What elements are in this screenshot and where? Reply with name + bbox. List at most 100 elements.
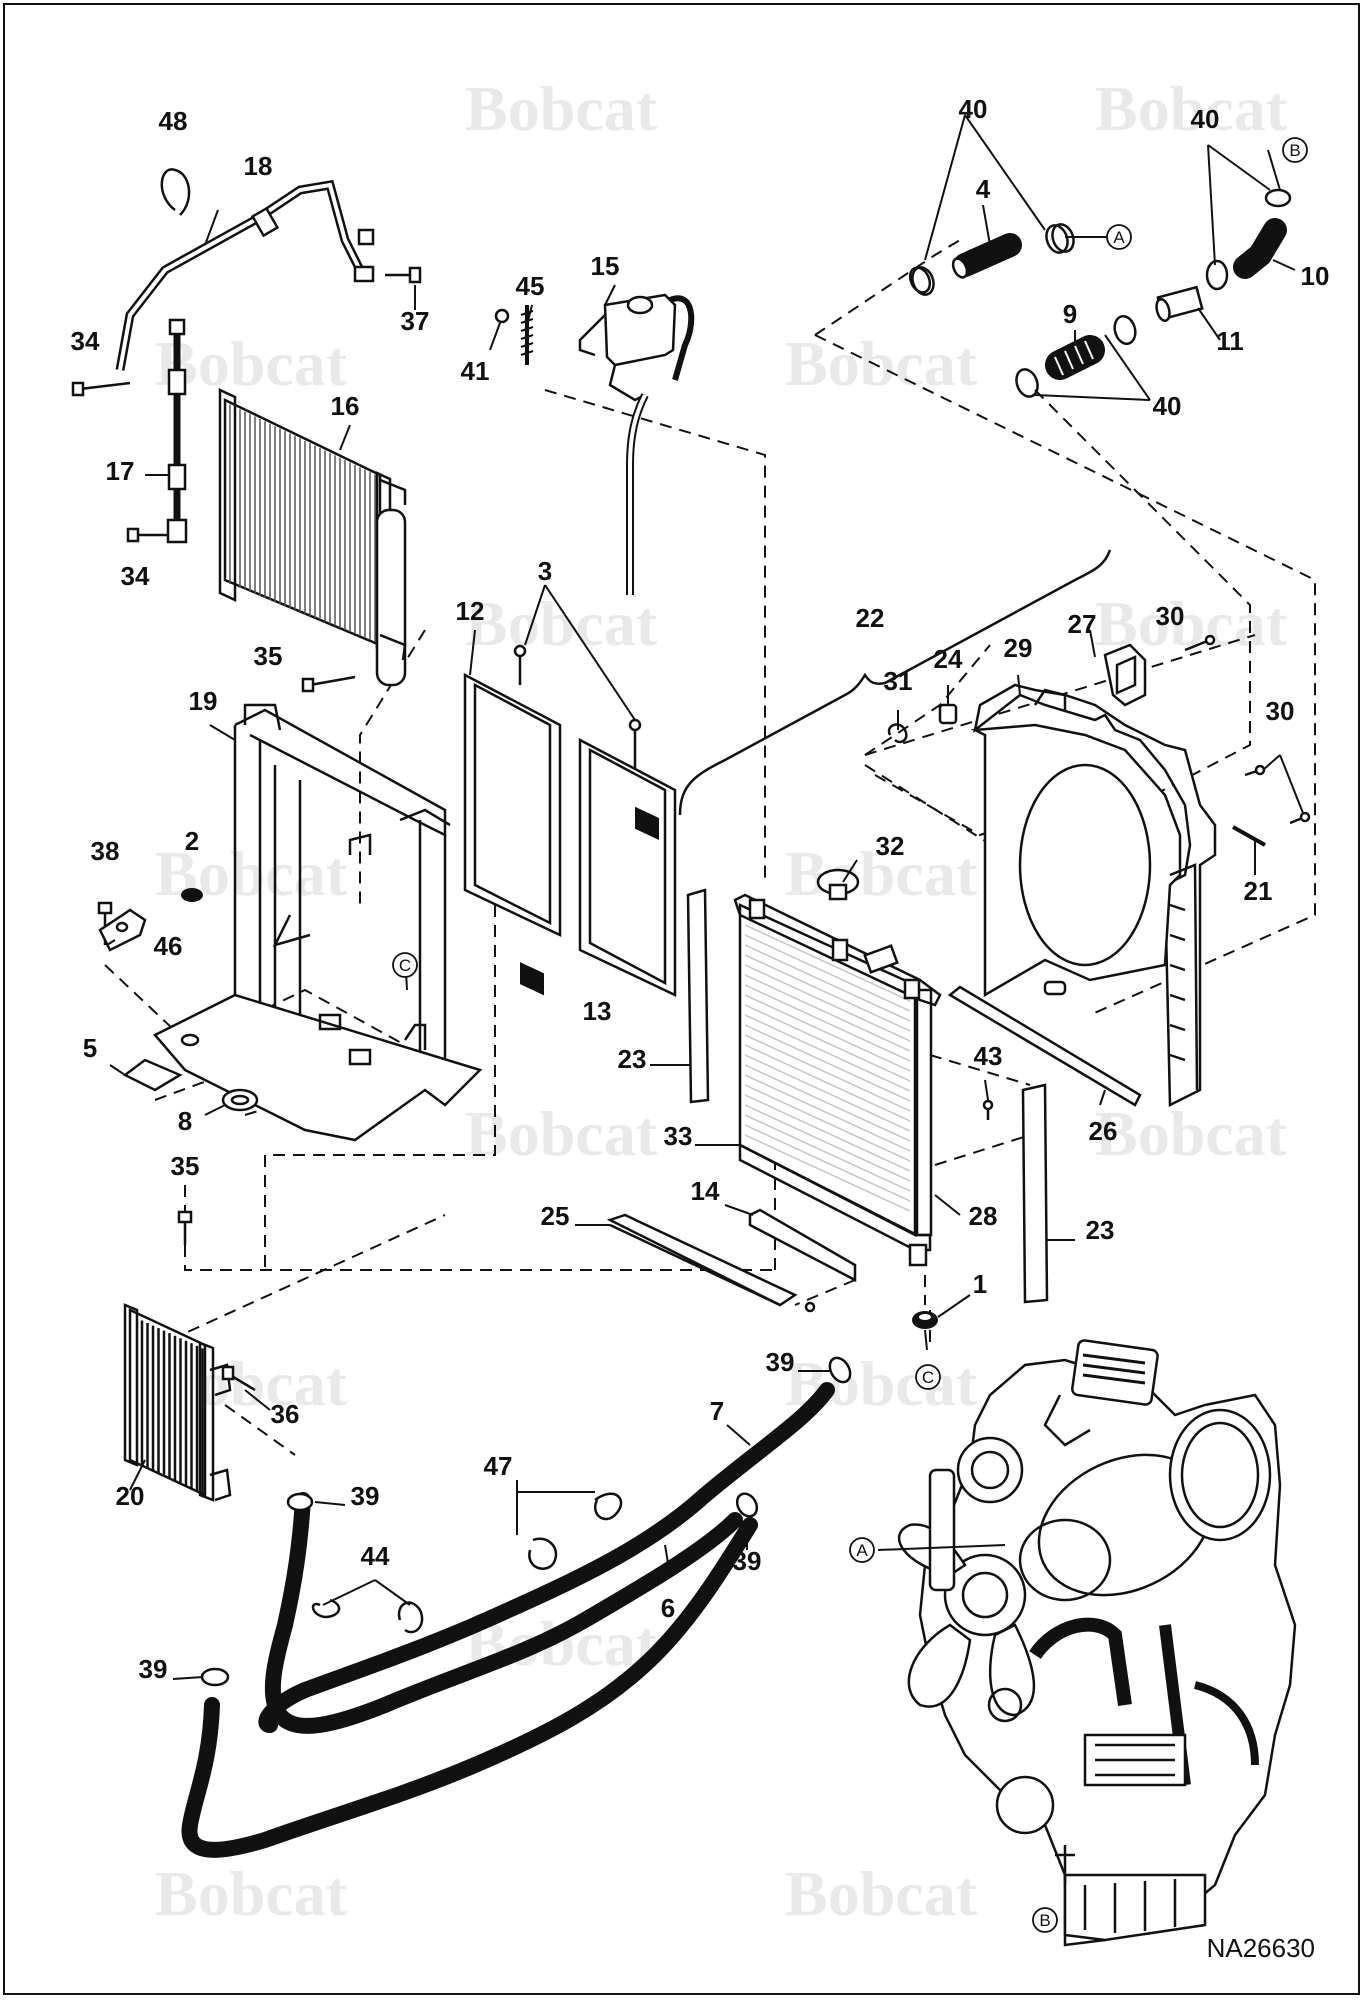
seal-25 <box>606 1213 798 1307</box>
callout-34: 34 <box>121 561 150 591</box>
clamp-39-c-ring <box>735 1492 759 1518</box>
dash-line-14 <box>794 1279 856 1306</box>
frame-19-base-slot <box>318 1013 342 1031</box>
callout-41: 41 <box>461 356 490 386</box>
fan-shroud-29-top-tab <box>1033 688 1067 710</box>
frame-19-base-plate <box>153 993 483 1142</box>
ac-line-17-fitting-top <box>168 318 186 336</box>
frame-19-post-right <box>418 820 447 1095</box>
leader-45 <box>526 304 533 326</box>
fan-shroud-29-ring <box>1018 763 1152 967</box>
bolt-34-upper-head <box>71 381 85 397</box>
oil-cooler-20-fins <box>140 1320 204 1494</box>
condenser-16 <box>218 388 407 687</box>
leader-46 <box>106 939 116 946</box>
callout-32: 32 <box>876 831 905 861</box>
grommet-8-outer <box>221 1088 259 1112</box>
seal-25-edge <box>609 1223 781 1307</box>
cap-24 <box>938 703 958 725</box>
radiator-fin <box>744 954 911 1032</box>
leader-11 <box>1197 307 1221 341</box>
radiator-33-top-tank <box>733 893 942 1007</box>
condenser-16-left-tank <box>218 388 237 602</box>
expansion-tank-15 <box>578 293 695 595</box>
drawing-id: NA26630 <box>1207 1933 1315 1963</box>
leader-5 <box>109 1064 126 1076</box>
hose-4-end <box>951 257 969 279</box>
clamp-39-b-ring <box>286 1492 314 1512</box>
dash-line-24 <box>864 644 991 756</box>
engine-fan-hub <box>943 1553 1027 1637</box>
ref-marker-c-frame-letter: C <box>399 956 411 975</box>
ac-line-17-fitting-low <box>167 463 187 491</box>
callout-6: 6 <box>661 1593 675 1623</box>
hose-4 <box>951 233 1022 279</box>
stud-21 <box>1232 825 1266 847</box>
seal-23-right <box>1021 1083 1049 1304</box>
seal-23-right-strip <box>1021 1083 1049 1304</box>
leader-39b <box>314 1501 346 1506</box>
bolt-36 <box>221 1365 256 1392</box>
screw-30-a-head <box>1204 634 1216 646</box>
clamp-40-c <box>908 266 932 294</box>
tube-11-end <box>1155 298 1171 322</box>
engine-intake-pipe <box>1029 1617 1132 1706</box>
clamp-39-d-ring <box>200 1667 230 1687</box>
expansion-tank-15-bracket <box>578 314 606 357</box>
leader-6 <box>664 1544 671 1576</box>
callout-1: 1 <box>973 1269 987 1299</box>
ref-marker-a-top-letter: A <box>1113 228 1125 247</box>
frame-19-top-rail <box>234 708 447 838</box>
callout-37: 37 <box>401 306 430 336</box>
callout-30: 30 <box>1156 601 1185 631</box>
callout-10: 10 <box>1301 261 1330 291</box>
leader-26 <box>1099 1089 1106 1106</box>
radiator-fin <box>744 1034 911 1112</box>
ref-marker-b-top-circle <box>1282 137 1308 163</box>
leader-8 <box>204 1104 226 1116</box>
hose-lower-cooler-body <box>181 1517 758 1858</box>
oil-cooler-20-right-plate <box>198 1341 215 1502</box>
ac-line-18-fitting <box>250 206 280 238</box>
engine-fan-blade-2 <box>989 1623 1036 1717</box>
radiator-fin <box>744 1114 911 1192</box>
ref-marker-b-engine: B <box>1032 1907 1058 1933</box>
callout-13: 13 <box>583 996 612 1026</box>
parts-diagram: Bobcat Bobcat Bobcat Bobcat Bobcat Bobca… <box>71 73 1330 1963</box>
radiator-33-lower-outlet <box>908 1243 928 1267</box>
leader-30b <box>1262 754 1304 814</box>
leader-28 <box>934 1194 961 1216</box>
callout-4: 4 <box>976 174 991 204</box>
dash-line-36 <box>224 1404 296 1456</box>
callout-22: 22 <box>856 603 885 633</box>
watermark: Bobcat <box>155 1858 348 1929</box>
leader-36 <box>244 1389 271 1411</box>
callout-15: 15 <box>591 251 620 281</box>
callout-2: 2 <box>185 826 199 856</box>
callout-28: 28 <box>969 1201 998 1231</box>
clamp-39-a <box>828 1356 852 1384</box>
ref-marker-b-top: B <box>1282 137 1308 163</box>
nut-41 <box>494 308 510 324</box>
radiator-fin <box>744 1074 911 1152</box>
ac-line-17-fitting-end <box>166 518 188 544</box>
leader-19 <box>209 724 236 741</box>
callout-40: 40 <box>1153 391 1182 421</box>
tube-11 <box>1155 285 1204 322</box>
watermark-group: Bobcat Bobcat Bobcat Bobcat Bobcat Bobca… <box>155 73 1288 1929</box>
callout-3: 3 <box>538 556 552 586</box>
grommet-2 <box>181 888 203 902</box>
hose-6-body <box>264 1492 743 1734</box>
screw-30-c <box>1289 811 1311 825</box>
baffle-14-plate <box>748 1208 857 1283</box>
plate-5 <box>122 1058 183 1092</box>
leader-ref-b-top <box>1267 149 1281 191</box>
radiator-fin <box>744 924 911 1002</box>
engine-thermostat-housing <box>1043 1394 1091 1447</box>
nut-41-shape <box>494 308 510 324</box>
plate-46 <box>98 908 147 952</box>
reference-markers: A B C C A B <box>392 137 1308 1933</box>
leader-43 <box>984 1079 989 1101</box>
callout-39: 39 <box>139 1654 168 1684</box>
radiator-fin <box>744 934 911 1012</box>
